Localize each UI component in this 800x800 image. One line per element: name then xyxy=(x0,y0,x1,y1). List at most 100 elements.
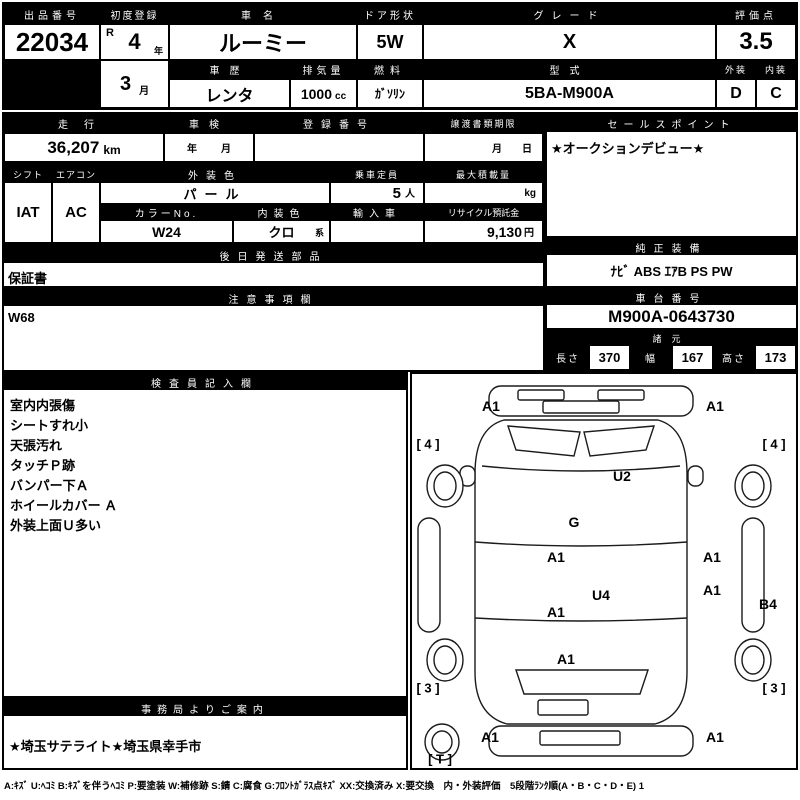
inspector-label: 検査員記入欄 xyxy=(4,374,406,390)
inspection-label: 車検 xyxy=(164,114,254,133)
exterior-color-value: パール xyxy=(100,182,330,204)
inspector-note: タッチＰ跡 xyxy=(10,458,76,473)
inspector-note: ホイールカバー Ａ xyxy=(10,498,118,513)
model-code-value: 5BA-M900A xyxy=(423,79,716,108)
transfer-deadline-label: 譲渡書類期限 xyxy=(424,114,543,133)
caution-label: 注意事項欄 xyxy=(4,290,543,306)
inspection-month-unit: 月 xyxy=(221,144,231,155)
fuel-label: 燃料 xyxy=(357,60,423,79)
width-label: 幅 xyxy=(630,345,672,370)
blank-black-box xyxy=(4,60,100,108)
capacity-value: 5 人 xyxy=(330,182,424,204)
damage-mark: A1 xyxy=(547,604,565,620)
tire-mark: [ 3 ] xyxy=(762,680,786,696)
displacement-label: 排気量 xyxy=(290,60,357,79)
aircon-label: エアコン xyxy=(52,166,100,182)
score-value: 3.5 xyxy=(716,24,796,60)
inspector-note: 天張汚れ xyxy=(10,438,63,453)
damage-mark: B4 xyxy=(759,596,777,612)
mileage-number: 36,207 xyxy=(47,137,100,157)
transfer-month-unit: 月 xyxy=(492,144,502,155)
fuel-value: ｶﾞｿﾘﾝ xyxy=(357,79,423,108)
reg-year-unit: 年 xyxy=(153,46,163,56)
chassis-value: M900A-0643730 xyxy=(547,305,796,328)
grade-label: グレード xyxy=(423,4,716,24)
capacity-label: 乗車定員 xyxy=(330,166,424,182)
length-label: 長さ xyxy=(547,345,589,370)
inspector-notes: 室内内張傷 シートすれ小 天張汚れ タッチＰ跡 バンパー下Ａ ホイールカバー Ａ… xyxy=(10,396,117,536)
inspection-value: 年 月 xyxy=(164,133,254,162)
sales-point-label: セールスポイント xyxy=(547,114,796,132)
registration-number-label: 登録番号 xyxy=(254,114,424,133)
sales-point-value: ★オークションデビュー★ xyxy=(551,141,705,156)
equipment-block: 純正装備 ﾅﾋﾞ ABS ｴｱB PS PW xyxy=(545,238,798,288)
equipment-label: 純正装備 xyxy=(547,240,796,255)
displacement-number: 1000 xyxy=(300,85,333,102)
office-block: 事務局よりご案内 ★埼玉サテライト★埼玉県幸手市 xyxy=(2,698,408,770)
damage-mark: A1 xyxy=(547,549,565,565)
transfer-day-unit: 日 xyxy=(522,144,532,155)
damage-mark: A1 xyxy=(703,582,721,598)
damage-mark: A1 xyxy=(557,651,575,667)
dimensions-label: 諸元 xyxy=(547,332,796,345)
exterior-grade-label: 外装 xyxy=(716,60,756,79)
mileage-block: 走行 36,207 km 車検 年 月 登録番号 譲渡書類期限 月 日 xyxy=(2,112,545,164)
max-load-label: 最大積載量 xyxy=(424,166,543,182)
registration-number-value xyxy=(254,133,424,162)
tire-mark: [ 3 ] xyxy=(416,680,440,696)
lot-number-value: 22034 xyxy=(4,24,100,60)
equipment-value: ﾅﾋﾞ ABS ｴｱB PS PW xyxy=(547,255,796,286)
interior-color-value: クロ 系 xyxy=(233,220,330,243)
sales-point-block: セールスポイント ★オークションデビュー★ xyxy=(545,112,798,238)
transfer-deadline-value: 月 日 xyxy=(424,133,543,162)
inspector-block: 検査員記入欄 室内内張傷 シートすれ小 天張汚れ タッチＰ跡 バンパー下Ａ ホイ… xyxy=(2,372,408,698)
car-name-value: ルーミー xyxy=(169,24,357,60)
inspector-note: バンパー下Ａ xyxy=(10,478,89,493)
office-label: 事務局よりご案内 xyxy=(4,700,406,716)
reg-year-value: 4 xyxy=(128,29,141,54)
parts-label: 後日発送部品 xyxy=(4,247,543,263)
reg-month-value: 3 xyxy=(119,72,132,95)
length-value: 370 xyxy=(589,345,630,370)
spare-tire-mark: [ T ] xyxy=(428,751,452,767)
tire-mark: [ 4 ] xyxy=(416,436,440,452)
height-label: 高さ xyxy=(713,345,755,370)
exterior-color-label: 外装色 xyxy=(100,166,330,182)
shift-value: IAT xyxy=(4,182,52,243)
interior-color-name: クロ xyxy=(268,225,295,240)
color-no-value: W24 xyxy=(100,220,233,243)
spec-block: シフト エアコン IAT AC 外装色 パール 乗車定員 5 人 最大積載量 k… xyxy=(2,164,545,245)
dimensions-block: 諸元 長さ 370 幅 167 高さ 173 xyxy=(545,330,798,372)
damage-mark: A1 xyxy=(482,398,500,414)
car-history-label: 車歴 xyxy=(169,60,290,79)
inspection-year-unit: 年 xyxy=(187,144,197,155)
car-name-label: 車名 xyxy=(169,4,357,24)
chassis-block: 車台番号 M900A-0643730 xyxy=(545,288,798,330)
width-value: 167 xyxy=(672,345,713,370)
recycle-deposit-value: 9,130 円 xyxy=(424,220,543,243)
door-shape-label: ドア形状 xyxy=(357,4,423,24)
chassis-label: 車台番号 xyxy=(547,290,796,305)
inspector-note: 外装上面Ｕ多い xyxy=(10,518,102,533)
interior-grade-value: C xyxy=(756,79,796,108)
mileage-label: 走行 xyxy=(4,114,164,133)
import-car-label: 輸入車 xyxy=(330,204,424,220)
score-label: 評価点 xyxy=(716,4,796,24)
car-top-view-diagram xyxy=(417,385,772,761)
tire-mark: [ 4 ] xyxy=(762,436,786,452)
caution-block: 注意事項欄 W68 xyxy=(2,288,545,372)
aircon-value: AC xyxy=(52,182,100,243)
inspector-note: 室内内張傷 xyxy=(10,398,76,413)
damage-diagram-panel: A1 A1 [ 4 ] [ 4 ] U2 G A1 A1 U4 A1 A1 B4… xyxy=(410,372,798,770)
interior-color-suffix: 系 xyxy=(314,228,324,238)
car-history-value: レンタ xyxy=(169,79,290,108)
recycle-deposit-unit: 円 xyxy=(524,228,534,239)
top-block: 出品番号 22034 初度登録 R 4 年 3 月 車名 ルーミー 車歴 レンタ… xyxy=(2,2,798,110)
reg-month-unit: 月 xyxy=(139,86,150,97)
caution-value: W68 xyxy=(8,310,35,325)
model-code-label: 型式 xyxy=(423,60,716,79)
damage-mark: A1 xyxy=(703,549,721,565)
mileage-unit: km xyxy=(103,143,121,157)
grade-value: X xyxy=(423,24,716,60)
